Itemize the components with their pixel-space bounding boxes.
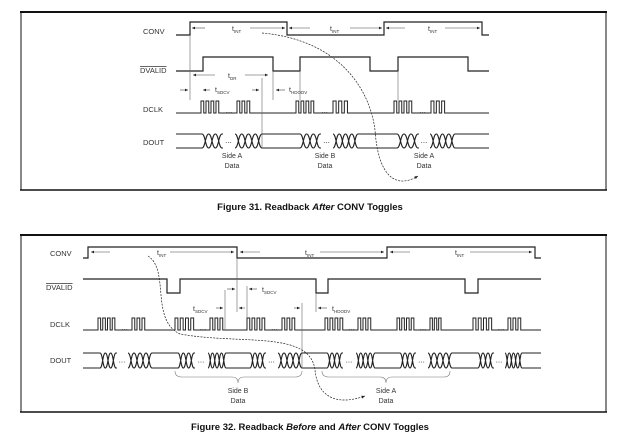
svg-text:Data: Data bbox=[225, 163, 240, 170]
ellipsis: ... bbox=[419, 106, 426, 115]
ellipsis: ... bbox=[198, 356, 205, 365]
signal-label-conv: CONV bbox=[50, 249, 72, 258]
ellipsis: ... bbox=[348, 323, 355, 332]
ellipsis: ... bbox=[121, 323, 128, 332]
svg-text:Data: Data bbox=[379, 398, 394, 405]
dout-waveform: .................. bbox=[83, 352, 541, 369]
signal-label-dclk: DCLK bbox=[143, 105, 163, 114]
side-data-labels: Side A Data Side B Data Side A Data bbox=[222, 153, 435, 170]
t-sdcv-label: tSDCV bbox=[193, 306, 207, 314]
side-data-labels: Side B Data Side A Data bbox=[228, 388, 397, 405]
t-hdodv-label: tHDODV bbox=[332, 306, 350, 314]
ellipsis: ... bbox=[200, 323, 207, 332]
dout-waveform: ......... bbox=[176, 133, 489, 149]
figure-31: CONV DVALID DCLK DOUT ......... ........… bbox=[20, 11, 607, 191]
t-int-label: tINT bbox=[305, 250, 314, 258]
ellipsis: ... bbox=[225, 136, 232, 145]
dclk-waveform: .................. bbox=[83, 317, 541, 332]
ellipsis: ... bbox=[346, 356, 353, 365]
dvalid-waveform bbox=[83, 278, 541, 294]
data-flow-curve bbox=[261, 32, 419, 182]
figure-32-caption: Figure 32. Readback Before and After CON… bbox=[191, 422, 429, 433]
signal-label-dvalid: DVALID bbox=[46, 283, 73, 292]
dout-trace bbox=[176, 133, 489, 149]
svg-text:Data: Data bbox=[318, 163, 333, 170]
t-int-arrows bbox=[180, 26, 480, 148]
ellipsis: ... bbox=[418, 356, 425, 365]
conv-waveform bbox=[176, 21, 489, 36]
dclk-trace bbox=[176, 100, 489, 114]
figure-31-caption: Figure 31. Readback After CONV Toggles bbox=[217, 202, 403, 213]
ellipsis: ... bbox=[119, 356, 126, 365]
ellipsis: ... bbox=[268, 356, 275, 365]
data-flow-curve bbox=[147, 255, 366, 401]
signal-label-dvalid: DVALID bbox=[140, 66, 167, 75]
ellipsis: ... bbox=[496, 356, 503, 365]
ellipsis: ... bbox=[271, 323, 278, 332]
svg-text:Side B: Side B bbox=[315, 153, 336, 160]
t-int-label: tINT bbox=[330, 26, 339, 34]
ellipsis: ... bbox=[321, 106, 328, 115]
t-int-label: tINT bbox=[157, 250, 166, 258]
svg-text:Data: Data bbox=[417, 163, 432, 170]
timing-arrows bbox=[91, 250, 532, 368]
svg-text:Side A: Side A bbox=[414, 153, 435, 160]
dout-trace bbox=[83, 352, 541, 369]
t-sdcv-label: tSDCV bbox=[262, 287, 276, 295]
dclk-trace bbox=[83, 317, 541, 331]
ellipsis: ... bbox=[323, 136, 330, 145]
t-dr-label: tDR bbox=[228, 73, 237, 81]
t-int-label: tINT bbox=[232, 26, 241, 34]
svg-text:Side A: Side A bbox=[222, 153, 243, 160]
t-hdodv-label: tHDODV bbox=[289, 87, 307, 95]
dvalid-waveform bbox=[176, 56, 489, 72]
ellipsis: ... bbox=[226, 106, 233, 115]
signal-label-dout: DOUT bbox=[143, 138, 165, 147]
dclk-waveform: ......... bbox=[176, 100, 489, 115]
t-sdcv-label: tSDCV bbox=[215, 87, 229, 95]
signal-label-conv: CONV bbox=[143, 27, 165, 36]
signal-label-dout: DOUT bbox=[50, 356, 72, 365]
ellipsis: ... bbox=[420, 323, 427, 332]
figure-32: CONV DVALID DCLK DOUT ..................… bbox=[20, 234, 607, 413]
data-braces bbox=[174, 370, 451, 384]
svg-text:Side B: Side B bbox=[228, 388, 249, 395]
conv-waveform bbox=[83, 246, 541, 259]
svg-text:Data: Data bbox=[231, 398, 246, 405]
t-int-label: tINT bbox=[455, 250, 464, 258]
ellipsis: ... bbox=[498, 323, 505, 332]
t-int-label: tINT bbox=[428, 26, 437, 34]
ellipsis: ... bbox=[421, 136, 428, 145]
svg-text:Side A: Side A bbox=[376, 388, 397, 395]
signal-label-dclk: DCLK bbox=[50, 320, 70, 329]
